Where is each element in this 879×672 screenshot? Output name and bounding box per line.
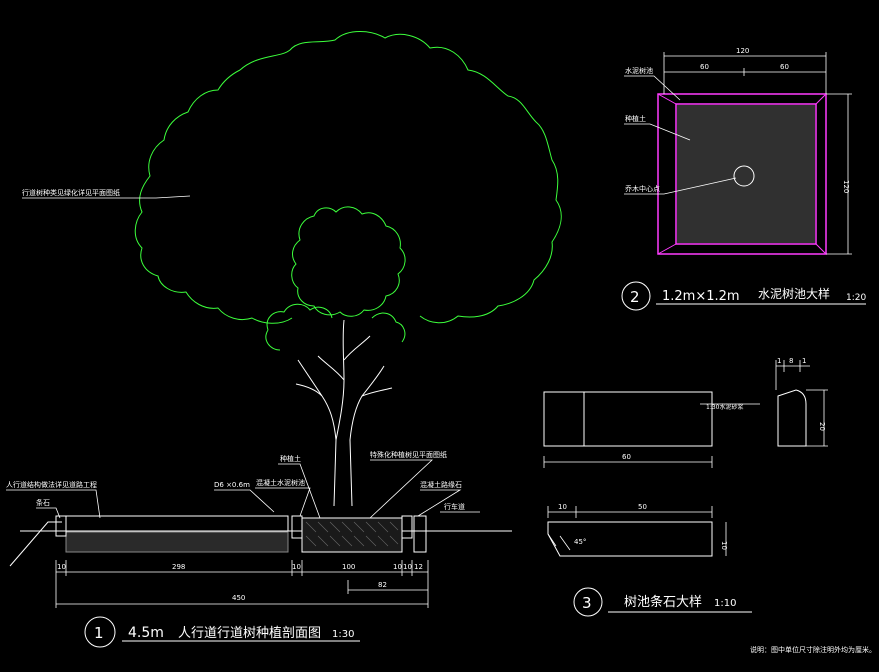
- chamfer-label: 45°: [574, 538, 586, 546]
- dim-50: 50: [638, 503, 647, 511]
- detail1-size: 4.5m: [128, 625, 164, 641]
- left-curb: [55, 515, 67, 537]
- dim-10d: 10: [403, 563, 412, 571]
- tree-trunk: [295, 319, 393, 507]
- pit-dim-right: 60: [780, 63, 789, 71]
- detail1-scale: 1:30: [332, 629, 354, 640]
- pit-left-curb: [291, 515, 303, 539]
- tree-note-label: 行道树种类见绿化详见平面图纸: [22, 188, 120, 197]
- detail2-number: 2: [630, 288, 640, 306]
- tree-canopy-lower: [265, 303, 406, 351]
- curb-profile: [777, 389, 807, 447]
- leader-pit: [255, 487, 311, 517]
- detail3-number-circle: [573, 587, 603, 617]
- detail3-title: 树池条石大样: [624, 594, 702, 610]
- dim-10b: 10: [292, 563, 301, 571]
- pit-dim-left: 60: [700, 63, 709, 71]
- soil-label: 种植土: [625, 114, 646, 123]
- curb-elevation: [543, 391, 713, 447]
- detail2-size: 1.2m×1.2m: [662, 289, 740, 304]
- pit-outer: [657, 93, 827, 255]
- tree-canopy-outline: [134, 31, 562, 324]
- sidewalk-paving: [65, 515, 289, 533]
- leader-concrete-curb: [417, 489, 462, 517]
- detail2-scale: 1:20: [846, 293, 866, 303]
- pit-corners: [657, 93, 827, 255]
- dim-t8: 8: [789, 357, 793, 365]
- footnote: 说明：图中单位尺寸除注明外均为厘米。: [750, 645, 876, 654]
- dim-h20: 20: [818, 422, 826, 431]
- curb-label: 条石: [36, 498, 50, 507]
- leader-soil: [278, 463, 321, 519]
- pit-inner: [675, 103, 817, 245]
- dim-450: 450: [232, 594, 245, 602]
- curb-stone-detail: [543, 360, 828, 617]
- pit-dim-side: 120: [842, 180, 850, 193]
- tree-elevation: [134, 31, 562, 507]
- detail2-number-circle: [621, 281, 651, 311]
- leader-sidewalk: [6, 489, 101, 519]
- pit-soil-fill: [677, 105, 815, 243]
- dim-10c: 10: [393, 563, 402, 571]
- dim-60: 60: [622, 453, 631, 461]
- tree-center-label: 乔木中心点: [625, 184, 660, 193]
- leader-curb: [36, 507, 61, 519]
- road-curb: [413, 515, 427, 553]
- planting-soil-label: 种植土: [280, 454, 301, 463]
- concrete-pit-label: 混凝土水泥树池: [256, 478, 305, 487]
- detail1-title: 人行道行道树种植剖面图: [178, 626, 321, 641]
- leader-cement-pit: [624, 75, 681, 101]
- detail3-scale: 1:10: [714, 598, 736, 609]
- detail3-number: 3: [582, 594, 592, 612]
- dim-h10: 10: [720, 541, 728, 550]
- leader-soil2: [624, 123, 691, 141]
- cement-pit-label: 水泥树池: [625, 66, 653, 75]
- leader-d6: [214, 489, 275, 513]
- d6-label: D6 ×0.6m: [214, 481, 250, 489]
- dim-82: 82: [378, 581, 387, 589]
- planting-pit: [301, 517, 403, 553]
- roadway-label: 行车道: [444, 502, 465, 511]
- detail1-number-circle: [84, 616, 116, 648]
- dim-10a: 10: [57, 563, 66, 571]
- dim-t1: 1: [777, 357, 781, 365]
- tree-canopy-inner: [291, 206, 406, 317]
- pit-hatch: [305, 521, 399, 547]
- dim-298: 298: [172, 563, 185, 571]
- curb-section: [547, 521, 713, 557]
- tree-pit-plan: [621, 52, 866, 311]
- leader-paving: [369, 459, 434, 519]
- detail2-title: 水泥树池大样: [758, 286, 830, 301]
- detail1-number: 1: [94, 624, 104, 642]
- mortar-label: 1:30水泥砂浆: [706, 403, 743, 411]
- pit-dim-total: 120: [736, 47, 749, 55]
- tree-center-circle: [733, 165, 755, 187]
- planting-section: [6, 195, 512, 608]
- dim-12: 12: [414, 563, 423, 571]
- dim-lead10: 10: [558, 503, 567, 511]
- dim-100: 100: [342, 563, 355, 571]
- concrete-curb-label: 混凝土路缘石: [420, 480, 462, 489]
- leader-tree-note: [22, 195, 191, 199]
- pit-right-curb: [401, 515, 413, 539]
- paving-note-label: 特殊化种植树见平面图纸: [370, 450, 447, 459]
- dim-t1b: 1: [802, 357, 806, 365]
- left-slope: [9, 521, 62, 567]
- sidewalk-base: [65, 531, 289, 553]
- leader-center: [624, 177, 737, 195]
- sidewalk-note-label: 人行道结构做法详见道路工程: [6, 480, 97, 489]
